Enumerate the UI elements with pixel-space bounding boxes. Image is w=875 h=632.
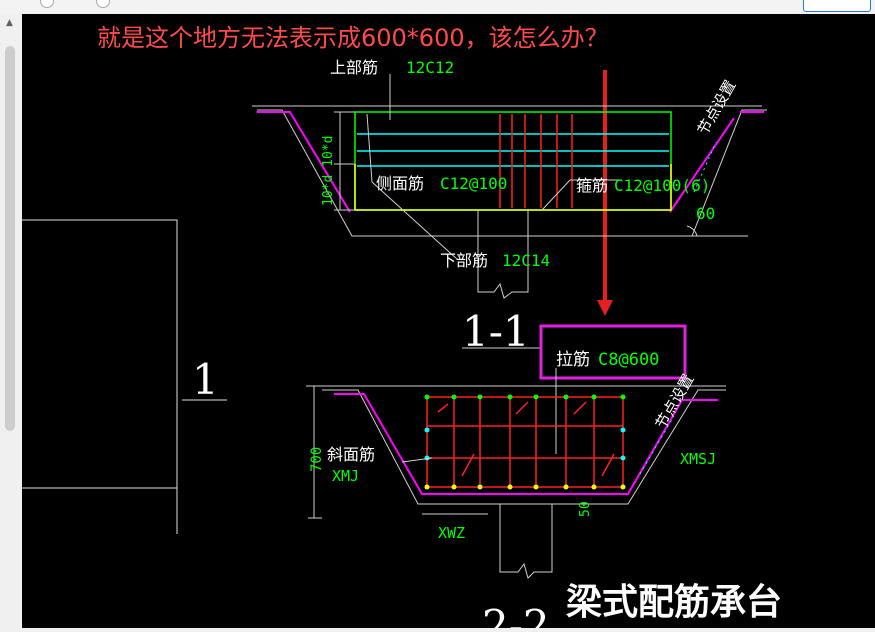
toolbar-button[interactable] [803,0,871,12]
top-bar-spec: 12C12 [406,58,454,77]
section-label-2-2: 2-2 [482,601,550,628]
window-control-circle-icon[interactable] [40,0,54,8]
window-control-circle-icon[interactable] [96,0,110,8]
annotation-arrow-head-icon [597,300,613,316]
slope-bar-label: 斜面筋 [327,445,375,464]
top-bar-label: 上部筋 [330,58,378,77]
cad-drawing-canvas: 就是这个地方无法表示成600*600，该怎么办？ 1 [22,14,875,632]
bottom-code-xwz: XWZ [438,524,465,542]
stirrup-spec: C12@100(6) [614,176,710,195]
left-view: 1 [22,219,227,534]
bottom-bar-spec: 12C14 [502,251,550,270]
section-label-1-1: 1-1 [462,307,530,356]
vertical-scrollbar[interactable]: ▲ [0,14,22,628]
dim-700: 700 [309,447,325,472]
window-top-bar [0,0,875,15]
scrollbar-thumb[interactable] [5,46,15,431]
annotation-question: 就是这个地方无法表示成600*600，该怎么办？ [97,24,609,52]
slope-bar-code-right: XMSJ [680,450,716,468]
highlight-box [539,324,687,380]
angle-60: 60 [696,204,715,223]
side-bar-spec: C12@100 [440,174,507,193]
section-2-2: 拉筋 C8@600 [306,324,726,632]
dim-10d: 10*d 10*d [321,136,336,206]
node-setting-label: 节点设置 [694,77,740,138]
footer-title: 梁式配筋承台 [566,582,782,623]
cad-drawing: 就是这个地方无法表示成600*600，该怎么办？ 1 [22,24,782,632]
stirrup-label: 箍筋 [576,176,608,195]
tie-bar-label: 拉筋 [556,350,590,370]
tie-bar-spec: C8@600 [598,350,659,370]
section-mark-1: 1 [192,355,219,404]
slope-bar-code-left: XMJ [332,467,359,485]
bottom-bar-label: 下部筋 [440,251,488,270]
section-1-1: 10*d 10*d 60 上部筋 12C12 侧面筋 C12@100 箍筋 C1… [252,58,767,356]
side-bar-label: 侧面筋 [376,174,424,193]
dim-50: 50 [578,501,593,517]
scroll-up-arrow-icon[interactable]: ▲ [6,18,13,28]
